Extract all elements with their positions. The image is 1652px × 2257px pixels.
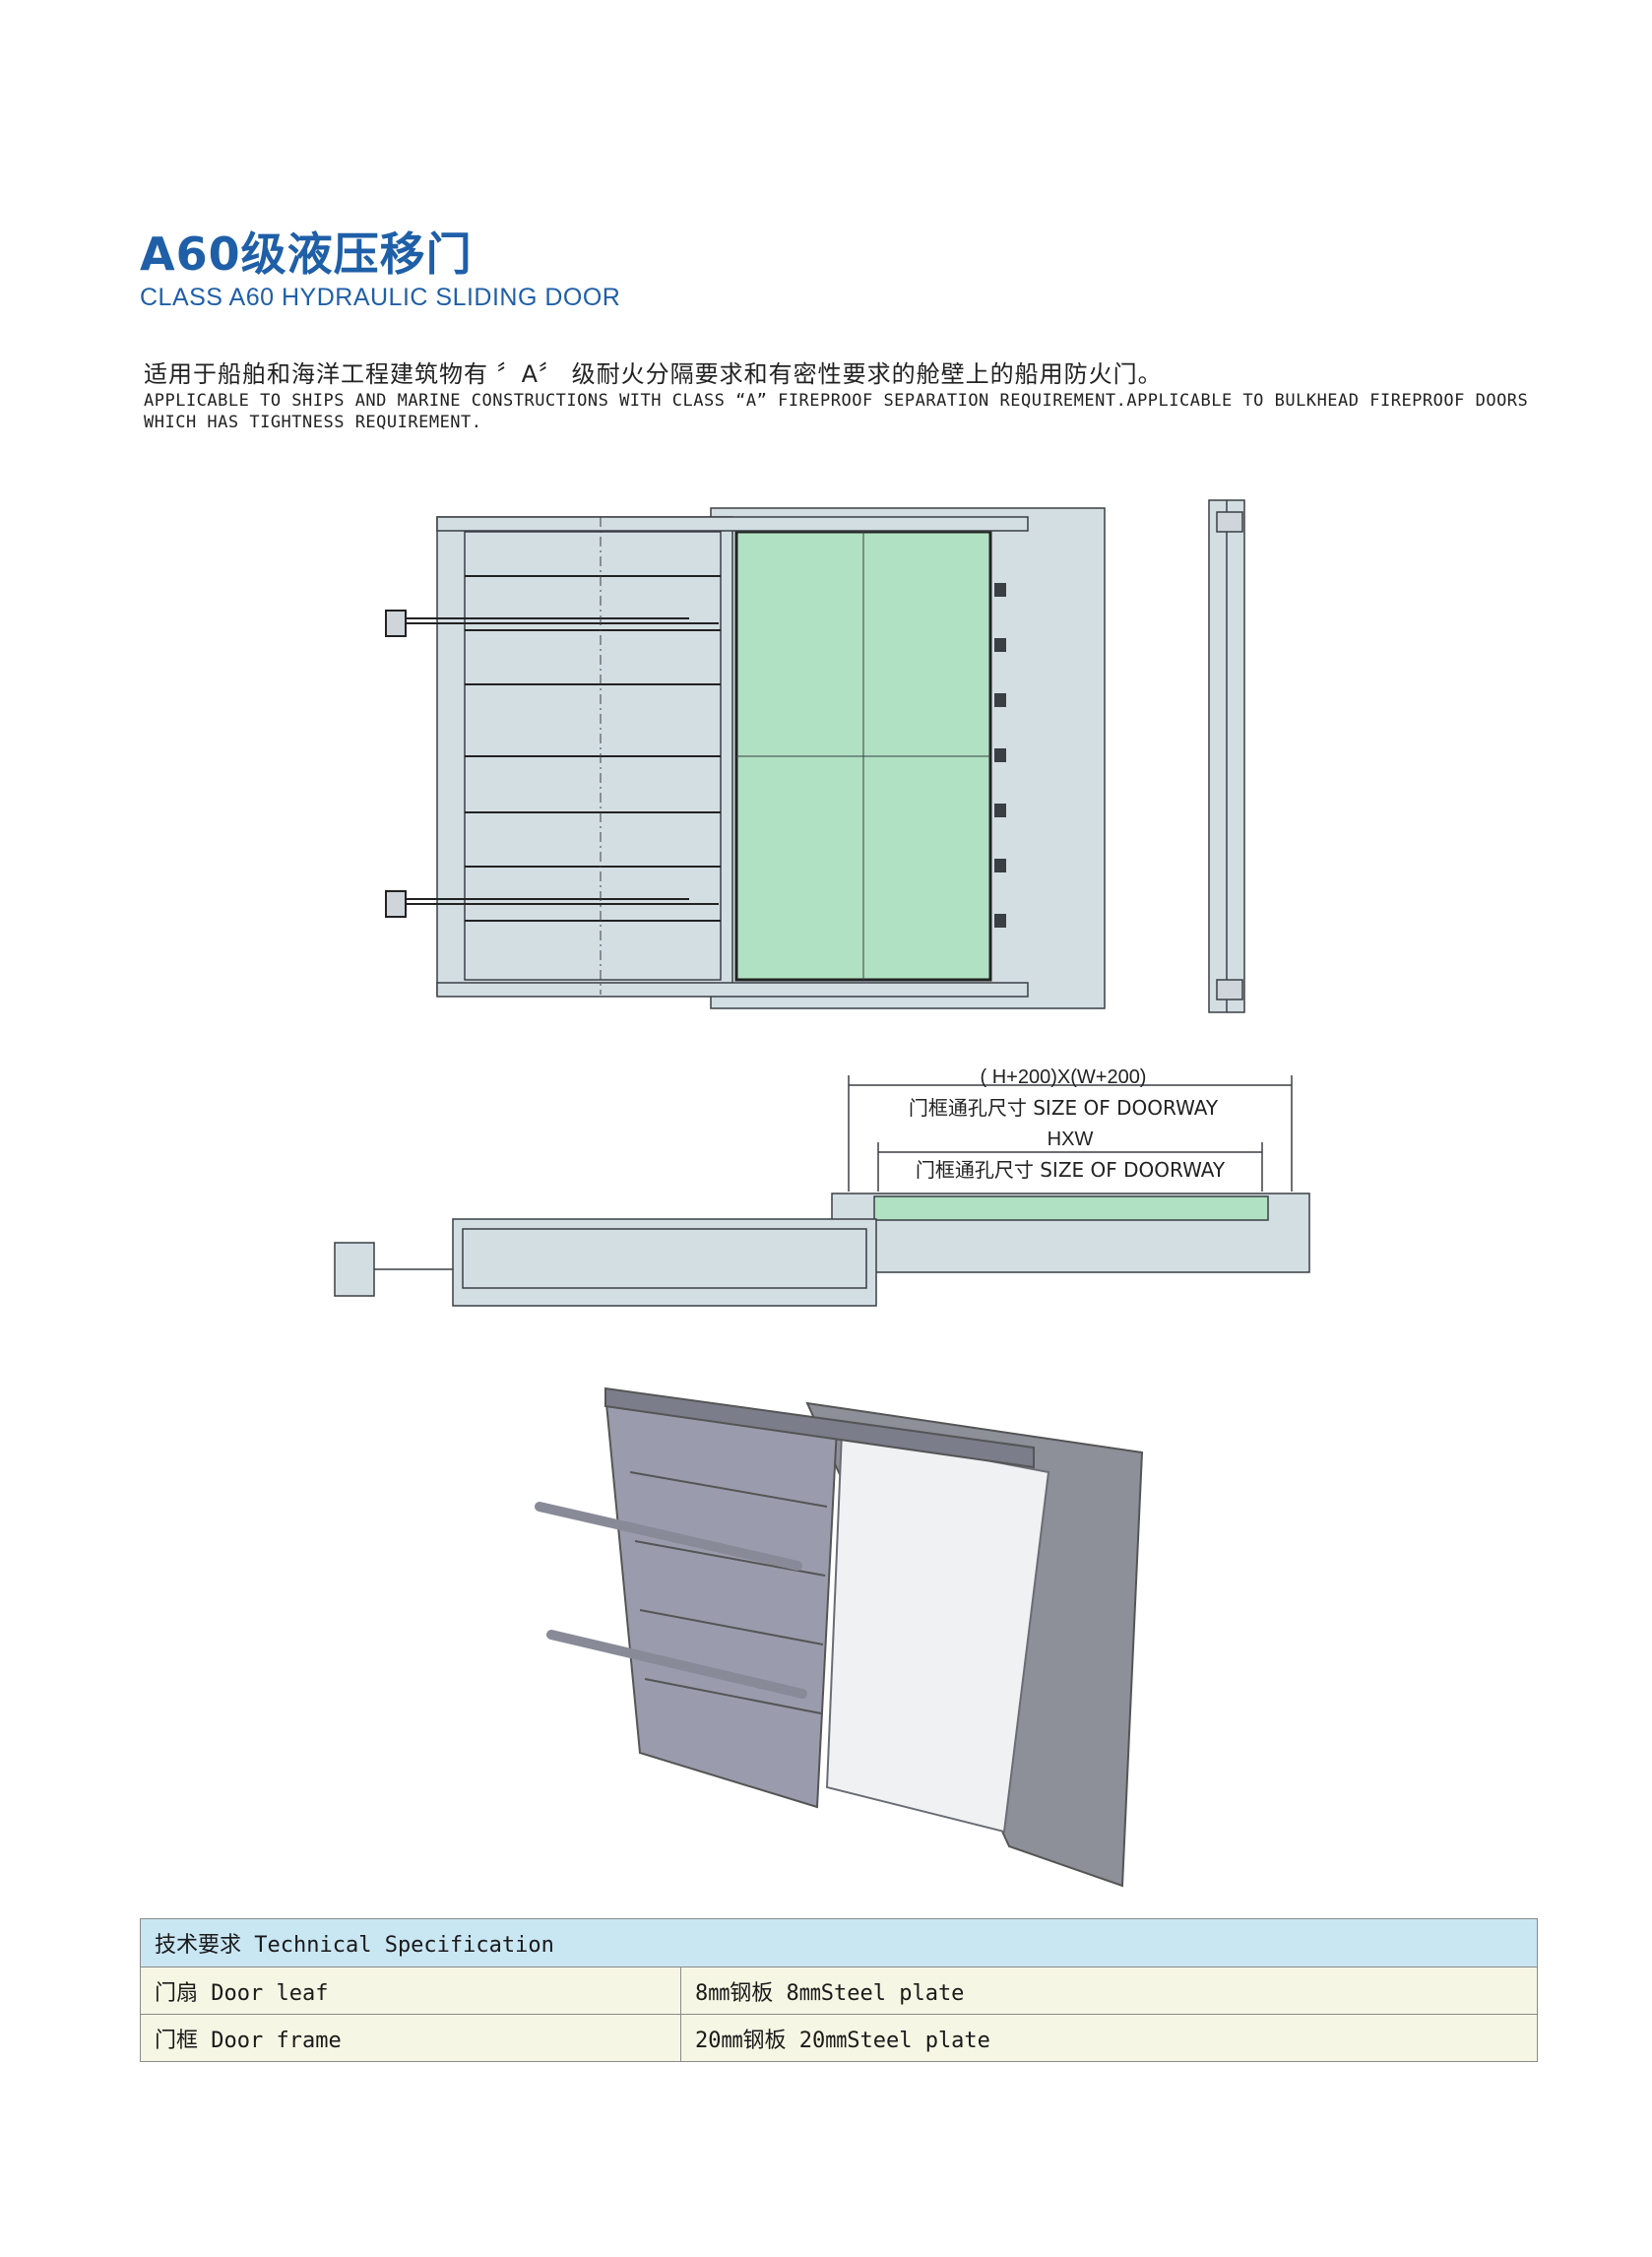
side-section (1208, 499, 1245, 1013)
spec-value-door-leaf: 8㎜钢板 8㎜Steel plate (680, 1967, 1538, 2015)
plan-section (334, 1075, 1310, 1307)
dim-inner-label: 门框通孔尺寸 SIZE OF DOORWAY (916, 1158, 1226, 1182)
spec-table-header: 技术要求 Technical Specification (140, 1918, 1538, 1967)
technical-drawings: ( H+200)X(W+200) 门框通孔尺寸 SIZE OF DOORWAY … (334, 499, 1310, 1888)
dim-outer-label: 门框通孔尺寸 SIZE OF DOORWAY (909, 1096, 1219, 1120)
table-row: 门框 Door frame 20㎜钢板 20㎜Steel plate (140, 2014, 1538, 2062)
spec-item-door-leaf: 门扇 Door leaf (140, 1967, 681, 2015)
plan-door-leaf (452, 1218, 877, 1307)
description-en: APPLICABLE TO SHIPS AND MARINE CONSTRUCT… (144, 391, 1529, 432)
plan-opening (873, 1195, 1269, 1221)
dim-inner-text: HXW (1048, 1128, 1094, 1150)
spec-item-door-frame: 门框 Door frame (140, 2014, 681, 2062)
dim-outer-text: ( H+200)X(W+200) (981, 1066, 1147, 1088)
page-title-en: CLASS A60 HYDRAULIC SLIDING DOOR (140, 284, 621, 311)
door-stiffeners (465, 575, 721, 922)
iso-top-rail (604, 1386, 1035, 1469)
spec-table-header-row: 技术要求 Technical Specification (140, 1918, 1538, 1967)
spec-value-door-frame: 20㎜钢板 20㎜Steel plate (680, 2014, 1538, 2062)
top-rail (436, 516, 1029, 532)
iso-door-leaf (604, 1391, 839, 1809)
plan-cylinder-mount (334, 1242, 375, 1297)
iso-cylinders (535, 1502, 807, 1699)
description-cn: 适用于船舶和海洋工程建筑物有 〞A〞 级耐火分隔要求和有密性要求的舱壁上的船用防… (144, 360, 1163, 388)
front-elevation (385, 507, 1106, 1009)
hydraulic-cylinders (385, 610, 719, 918)
table-row: 门扇 Door leaf 8㎜钢板 8㎜Steel plate (140, 1967, 1538, 2015)
wedge-clamps (994, 583, 1006, 928)
bottom-rail (436, 982, 1029, 998)
page-title-cn: A60级液压移门 (140, 227, 473, 281)
isometric-view (535, 1386, 1144, 1888)
spec-table: 技术要求 Technical Specification 门扇 Door lea… (140, 1918, 1538, 2062)
